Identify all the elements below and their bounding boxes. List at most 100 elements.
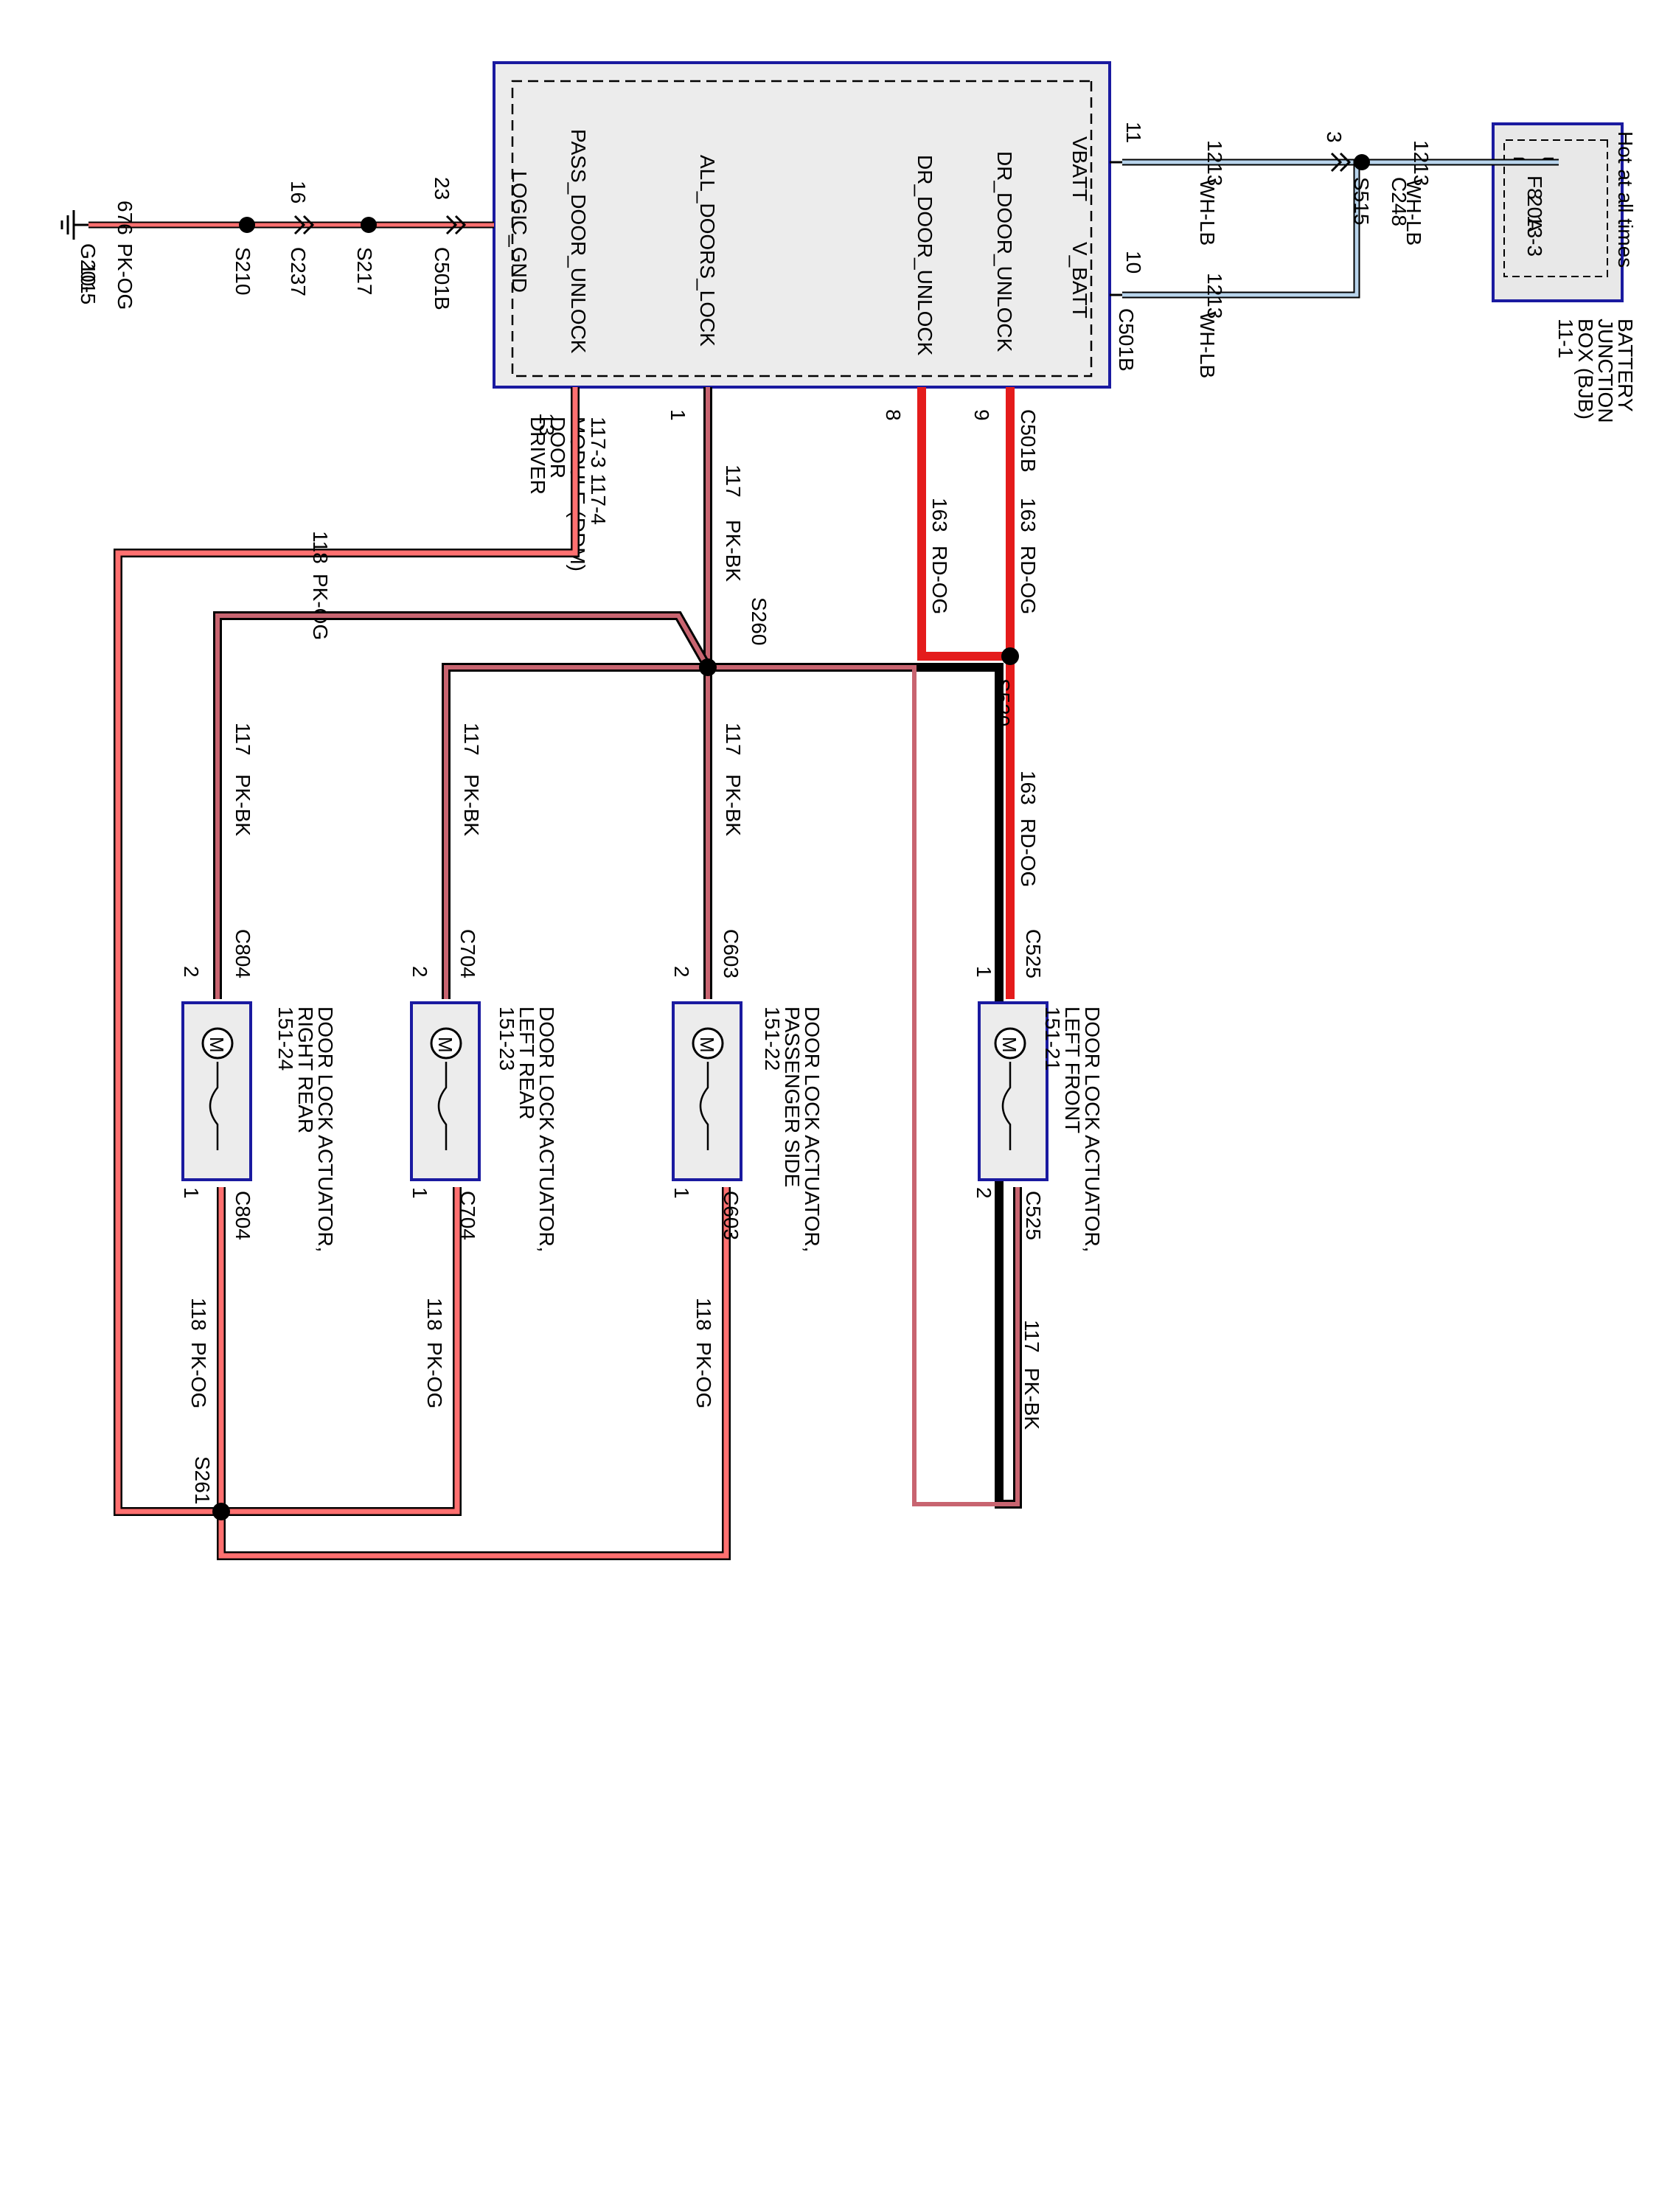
wire-117-lf-color-label: PK-BK: [1020, 1368, 1043, 1430]
wire-1213-power: S515 C248 3 1213 WH-LB 1213 WH-LB 1213 W…: [1110, 122, 1559, 378]
wire-117-lf: [708, 663, 1022, 1509]
splice-s217-dot: [361, 217, 377, 233]
wire-118-num: 118: [309, 531, 332, 564]
ground-name: G201: [77, 243, 100, 294]
wire-118-lr: [221, 1187, 462, 1516]
wire-118-ps-num: 118: [692, 1298, 715, 1331]
splice-s261-label: S261: [191, 1456, 214, 1504]
wire-118-lr-color: [221, 1187, 460, 1514]
lock-link-icon-ps: [699, 1062, 709, 1150]
wire-117-lr-color: [444, 665, 708, 999]
actuator-left-front: M DOOR LOCK ACTUATOR, LEFT FRONT 151-21 …: [973, 929, 1104, 1252]
actuator-ps-c603-top: C603: [720, 929, 742, 978]
actuator-lf-line1: DOOR LOCK ACTUATOR,: [1081, 1006, 1104, 1252]
actuator-rr-c804-top: C804: [232, 929, 254, 978]
bjb-hot-label: Hot at all times: [1614, 131, 1637, 268]
actuator-right-rear: M DOOR LOCK ACTUATOR, RIGHT REAR 151-24 …: [180, 929, 337, 1252]
ddm-pin-all-doors-lock: ALL_DOORS_LOCK: [696, 155, 719, 347]
wire-163-pin8-num: 163: [928, 498, 951, 532]
wire-117-rr-num: 117: [232, 723, 254, 756]
actuator-lf-line2: LEFT FRONT: [1061, 1006, 1084, 1133]
ddm-name-label: DRIVER DOOR MODULE (DDM) 117-3 117-4: [526, 417, 610, 571]
actuator-lf-pin2: 2: [973, 1187, 995, 1199]
wire-1213-color-a: WH-LB: [1402, 179, 1425, 246]
actuator-rr-box: [181, 1001, 252, 1181]
actuator-rr-c804-bottom: C804: [232, 1191, 254, 1240]
actuator-rr-line2: RIGHT REAR: [294, 1006, 317, 1133]
c501b-label-bottom: C501B: [1017, 409, 1040, 473]
wire-117-lr: [442, 663, 708, 999]
c248-label: C248: [1388, 177, 1411, 226]
ddm-pin-vbatt: VBATT: [1068, 136, 1091, 201]
wire-117-rr-color-label: PK-BK: [232, 774, 254, 836]
actuator-lf-c525-top: C525: [1022, 929, 1045, 978]
bjb-fuse-rating: 20A: [1523, 195, 1546, 232]
actuator-lr-box: [410, 1001, 481, 1181]
pin9-label: 9: [970, 409, 993, 421]
wire-163-pin9-color-label: RD-OG: [1017, 546, 1040, 614]
bjb-fuse-ref: 13-3: [1523, 215, 1546, 257]
pin13-label: 13: [535, 413, 558, 436]
wire-118-lr-num: 118: [423, 1298, 446, 1331]
wire-117-lr-num: 117: [460, 723, 483, 756]
ddm-pin-pass-door-unlock: PASS_DOOR_UNLOCK: [567, 129, 590, 354]
bjb-name-line4: 11-1: [1554, 319, 1577, 358]
wire-1213-num-c: 1213: [1203, 273, 1226, 319]
wire-118-path: [114, 387, 580, 1516]
wire-163-pin8: [917, 387, 1010, 661]
motor-icon-lf: [994, 1027, 1026, 1060]
ddm-inner-box: [511, 80, 1093, 378]
wire-118-path-color: [115, 387, 578, 1514]
wire-118-ps-color-label: PK-OG: [692, 1342, 715, 1408]
wire-118-color-label: PK-OG: [309, 574, 332, 640]
wire-117-lf-num: 117: [1020, 1320, 1043, 1353]
motor-icon-ps: [692, 1027, 724, 1060]
motor-letter-lf: M: [998, 1037, 1020, 1053]
wire-1213-num-b: 1213: [1203, 140, 1226, 186]
wire-117-ps-num: 117: [722, 723, 745, 756]
wire-1213-color-b: WH-LB: [1196, 179, 1219, 246]
wire-118-circuit: S261 13 118 PK-OG 118 PK-OG 118 PK-OG 11…: [114, 387, 731, 1560]
bjb-fuse-id: F8: [1523, 175, 1546, 200]
bjb-name-line2: JUNCTION: [1594, 319, 1617, 423]
splice-s261-dot: [212, 1503, 230, 1520]
actuator-lr-pin1: 1: [408, 1187, 431, 1199]
wire-117-lr-color-label: PK-BK: [460, 774, 483, 836]
c248-pin3: 3: [1323, 131, 1346, 143]
actuator-left-rear: M DOOR LOCK ACTUATOR, LEFT REAR 151-23 C…: [408, 929, 558, 1252]
splice-s217-label: S217: [353, 247, 376, 295]
ddm-name-line1: DRIVER: [526, 417, 549, 495]
c501b-label-left: C501B: [431, 247, 453, 310]
actuator-lf-line3: 151-21: [1041, 1006, 1064, 1071]
wire-1213-num-a: 1213: [1410, 140, 1433, 186]
actuator-ps-line1: DOOR LOCK ACTUATOR,: [801, 1006, 824, 1252]
wire-117-ps-color-label: PK-BK: [722, 774, 745, 836]
splice-s260-dot: [699, 658, 717, 676]
motor-icon-rr: [201, 1027, 234, 1060]
actuator-ps-line2: PASSENGER SIDE: [781, 1006, 804, 1187]
actuator-lr-c704-top: C704: [456, 929, 479, 978]
wire-163-lf-color-label: RD-OG: [1017, 818, 1040, 887]
actuator-lr-c704-bottom: C704: [456, 1191, 479, 1240]
ddm-name-line4: 117-3 117-4: [587, 417, 610, 525]
bjb-inner-box: [1503, 139, 1608, 277]
actuator-lr-line1: DOOR LOCK ACTUATOR,: [535, 1006, 558, 1252]
wire-117-lf-color: [708, 665, 1020, 1506]
c248-connector-icon: [1330, 152, 1352, 173]
actuator-ps-pin1: 1: [670, 1187, 693, 1199]
motor-letter-ps: M: [696, 1037, 718, 1053]
splice-s210-dot: [239, 217, 255, 233]
bjb-name-line1: BATTERY: [1614, 319, 1637, 412]
wire-1213-s515-to-pin10: [1122, 159, 1362, 299]
ddm-pin-dr-door-unlock: DR_DOOR_UNLOCK: [914, 155, 936, 356]
wire-117-color-label: PK-BK: [722, 520, 745, 582]
c501b-pin23-icon: [445, 215, 467, 235]
actuator-passenger-side: M DOOR LOCK ACTUATOR, PASSENGER SIDE 151…: [670, 929, 824, 1252]
ground-icon: [60, 210, 88, 240]
actuator-rr-line1: DOOR LOCK ACTUATOR,: [314, 1006, 337, 1252]
motor-icon-lr: [430, 1027, 462, 1060]
c237-connector-icon: [293, 215, 315, 235]
splice-s515-dot: [1354, 154, 1370, 170]
bjb-outer-box: [1492, 122, 1624, 302]
